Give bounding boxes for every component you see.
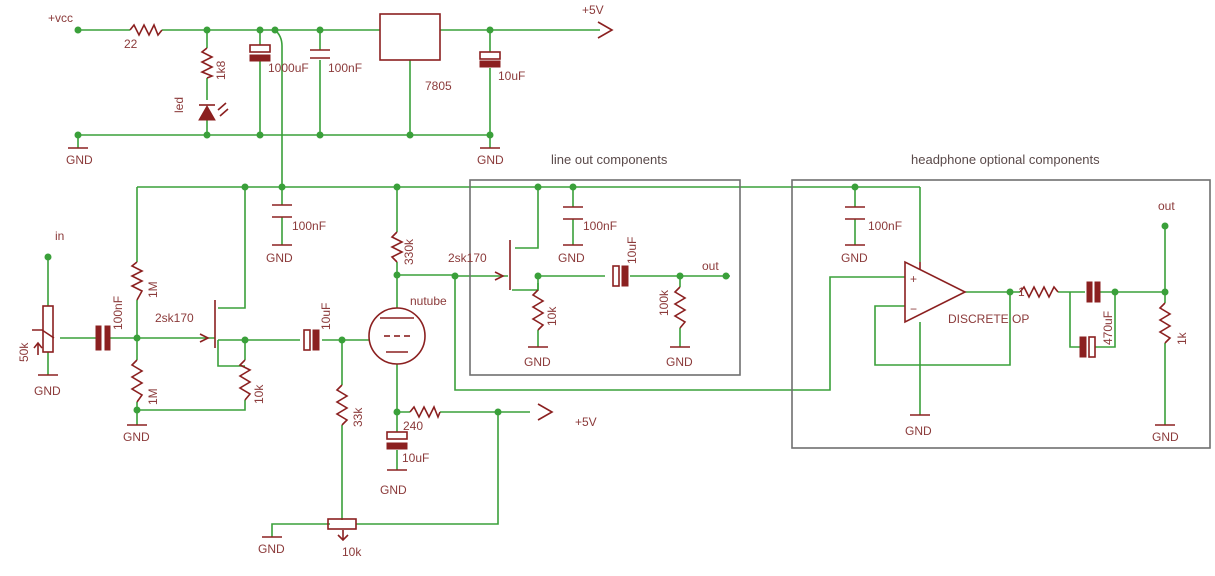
label-nutube: nutube bbox=[410, 294, 447, 308]
label-out-line: out bbox=[702, 259, 719, 273]
label-gnd-2: GND bbox=[477, 153, 504, 167]
resistor-100k bbox=[673, 286, 687, 329]
label-c100n-hp: 100nF bbox=[868, 219, 902, 233]
label-opamp-minus: − bbox=[910, 302, 917, 316]
junction-dots bbox=[44, 26, 1169, 416]
label-r100k: 100k bbox=[657, 289, 671, 316]
label-r330k: 330k bbox=[402, 238, 416, 265]
label-gnd-10: GND bbox=[666, 355, 693, 369]
label-c100n-top: 100nF bbox=[328, 61, 362, 75]
supply-arrow-mid bbox=[537, 403, 554, 421]
label-gnd-9: GND bbox=[524, 355, 551, 369]
label-line-out-title: line out components bbox=[551, 152, 668, 167]
label-c470u: 470uF bbox=[1101, 311, 1115, 345]
label-r240: 240 bbox=[403, 419, 423, 433]
resistor-33k bbox=[335, 384, 349, 426]
label-c10u-line: 10uF bbox=[625, 237, 639, 264]
label-r10k-source: 10k bbox=[252, 384, 266, 404]
potentiometer-50k bbox=[32, 305, 55, 355]
resistor-1m-top bbox=[130, 261, 144, 301]
wires bbox=[47, 29, 1166, 537]
label-c10u-top: 10uF bbox=[498, 69, 525, 83]
capacitor-headphone-coupling bbox=[1086, 281, 1101, 303]
labels: +vcc +5V 22 1k8 led 1000uF 100nF 7805 10… bbox=[17, 3, 1189, 559]
capacitor-10uf-mid bbox=[303, 329, 320, 351]
label-7805: 7805 bbox=[425, 79, 452, 93]
resistor-240 bbox=[409, 405, 441, 420]
label-r1k: 1k bbox=[1175, 331, 1189, 345]
label-r1m-top: 1M bbox=[146, 281, 160, 298]
label-gnd-4: GND bbox=[123, 430, 150, 444]
label-vcc: +vcc bbox=[48, 11, 73, 25]
label-c100n-line: 100nF bbox=[583, 219, 617, 233]
label-gnd-11: GND bbox=[841, 251, 868, 265]
label-c100n-mid: 100nF bbox=[292, 219, 326, 233]
label-5v-top: +5V bbox=[582, 3, 604, 17]
label-r1: 1 bbox=[1018, 285, 1025, 299]
opamp-icon bbox=[904, 260, 967, 324]
label-gnd-13: GND bbox=[1152, 430, 1179, 444]
capacitor-10uf-bottom bbox=[386, 431, 408, 450]
label-gnd-7: GND bbox=[258, 542, 285, 556]
label-headphone-title: headphone optional components bbox=[911, 152, 1100, 167]
jfet-2sk170-input bbox=[199, 300, 216, 348]
label-led: led bbox=[172, 97, 186, 113]
capacitor-100nf-input bbox=[95, 325, 111, 351]
headphone-box bbox=[791, 179, 1211, 449]
label-r22: 22 bbox=[124, 37, 138, 51]
label-r1m-bottom: 1M bbox=[146, 388, 160, 405]
capacitor-100nf-top bbox=[310, 49, 330, 59]
label-gnd-1: GND bbox=[66, 153, 93, 167]
potentiometer-10k bbox=[327, 518, 357, 542]
label-out-hp: out bbox=[1158, 199, 1175, 213]
regulator-7805 bbox=[379, 13, 441, 61]
resistor-1k8 bbox=[200, 47, 215, 79]
resistor-1m-bottom bbox=[130, 359, 144, 403]
label-gnd-3: GND bbox=[34, 384, 61, 398]
label-c10u-bottom: 10uF bbox=[402, 451, 429, 465]
label-jfet1: 2sk170 bbox=[155, 311, 194, 325]
label-pot10k: 10k bbox=[342, 545, 362, 559]
resistor-1k bbox=[1158, 302, 1172, 344]
label-5v-mid: +5V bbox=[575, 415, 597, 429]
label-r10k-line: 10k bbox=[545, 306, 559, 326]
resistor-10k-source bbox=[238, 359, 252, 401]
label-c1000u: 1000uF bbox=[268, 61, 309, 75]
capacitor-100nf-headphone bbox=[845, 206, 865, 220]
capacitor-100nf-mid bbox=[272, 204, 292, 218]
resistor-1 bbox=[1019, 285, 1059, 299]
label-r1k8: 1k8 bbox=[214, 60, 228, 80]
jfet-2sk170-line bbox=[494, 240, 511, 290]
label-r33k: 33k bbox=[351, 407, 365, 427]
label-in: in bbox=[55, 229, 64, 243]
led-icon bbox=[198, 102, 229, 121]
resistor-10k-line bbox=[531, 289, 545, 331]
capacitor-1000uf bbox=[249, 44, 271, 62]
label-c100n-input: 100nF bbox=[111, 296, 125, 330]
resistor-22 bbox=[129, 23, 163, 37]
label-gnd-5: GND bbox=[266, 251, 293, 265]
label-c10u-mid: 10uF bbox=[319, 303, 333, 330]
resistor-330k bbox=[390, 231, 404, 263]
capacitor-10uf-top bbox=[479, 51, 501, 68]
label-jfet2: 2sk170 bbox=[448, 251, 487, 265]
nutube-icon bbox=[368, 307, 426, 365]
supply-arrow-top bbox=[597, 21, 614, 39]
label-gnd-8: GND bbox=[558, 251, 585, 265]
capacitor-470uf bbox=[1079, 336, 1096, 358]
label-gnd-12: GND bbox=[905, 424, 932, 438]
label-opamp: DISCRETE OP bbox=[948, 312, 1029, 326]
capacitor-100nf-line bbox=[563, 206, 583, 220]
label-gnd-6: GND bbox=[380, 483, 407, 497]
line-out-box bbox=[469, 179, 741, 376]
label-opamp-plus: + bbox=[910, 272, 917, 286]
gnd-symbols bbox=[38, 147, 1175, 538]
label-pot50k: 50k bbox=[17, 342, 31, 362]
capacitor-10uf-line bbox=[612, 265, 629, 287]
